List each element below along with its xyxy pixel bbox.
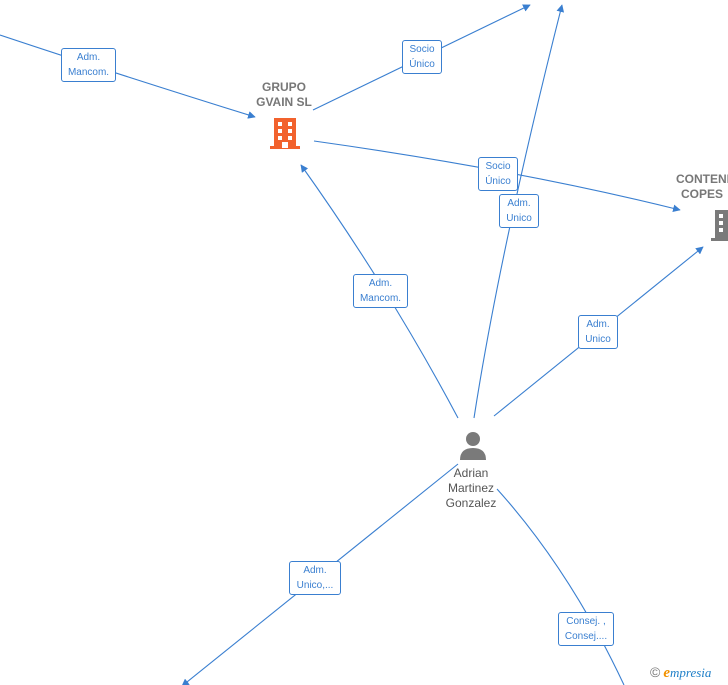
empresia-watermark: ©empresia (650, 664, 711, 684)
edge-label-adm-unico: Adm. Unico (499, 194, 539, 228)
empresia-logo-initial: e (663, 665, 670, 681)
edge-adm-unico-adrian-to-top (473, 4, 565, 419)
company-label-grupo-gvain[interactable]: GRUPO GVAIN SL (256, 80, 312, 109)
company-label-contenedores[interactable]: CONTENE COPES (676, 172, 728, 201)
edge-adm-mancom-left-to-grupo (0, 34, 256, 119)
building-icon (270, 118, 300, 149)
edge-label-socio-unico: Socio Único (478, 157, 518, 191)
building-icon (711, 210, 728, 241)
person-label-adrian[interactable]: Adrian Martinez Gonzalez (445, 466, 497, 510)
edge-label-adm-mancom: Adm. Mancom. (353, 274, 408, 308)
copyright-symbol: © (650, 664, 661, 680)
person-icon (460, 432, 486, 460)
edge-label-adm-unico: Adm. Unico (578, 315, 618, 349)
empresia-logo-text: mpresia (670, 665, 712, 680)
edge-consej-adrian-to-bottom-right (496, 488, 625, 685)
edge-label-adm-unico-etc: Adm. Unico,... (289, 561, 341, 595)
edge-label-consej: Consej. , Consej.... (558, 612, 614, 646)
edge-label-adm-mancom: Adm. Mancom. (61, 48, 116, 82)
edge-label-socio-unico: Socio Único (402, 40, 442, 74)
